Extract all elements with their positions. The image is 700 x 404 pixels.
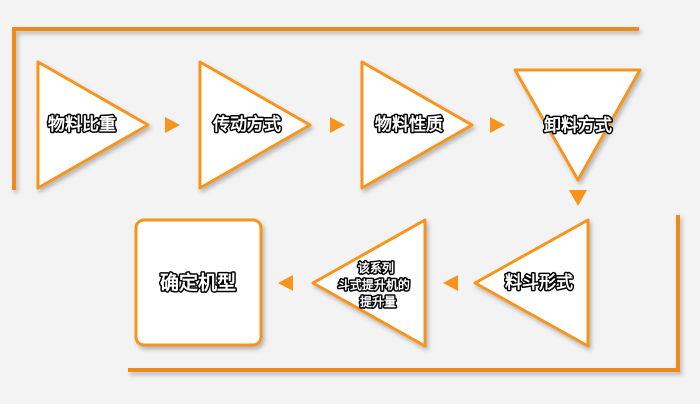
arrow-left-1 xyxy=(443,275,458,291)
arrow-down xyxy=(569,190,587,206)
step-lift-capacity-line-3: 提升量 xyxy=(360,294,396,309)
bottom-frame-bracket xyxy=(128,215,680,372)
step-transmission-node: 传动方式 xyxy=(198,60,312,190)
step-discharge-method-label: 卸料方式 xyxy=(544,115,612,136)
step-material-density-label: 物料比重 xyxy=(48,114,116,135)
step-material-density-node: 物料比重 xyxy=(36,60,150,190)
arrow-left-2 xyxy=(278,275,293,291)
step-determine-model-node: 确定机型 xyxy=(134,218,263,347)
arrow-right-2 xyxy=(330,117,345,133)
step-material-property-node: 物料性质 xyxy=(360,60,474,190)
step-determine-model-label: 确定机型 xyxy=(160,271,236,294)
top-frame-bracket xyxy=(12,27,639,190)
step-lift-capacity-label: 该系列 斗式提升机的 提升量 xyxy=(338,260,414,309)
step-bucket-type-node: 料斗形式 xyxy=(473,218,590,348)
step-lift-capacity-line-1: 该系列 xyxy=(358,260,394,275)
step-lift-capacity-line-2: 斗式提升机的 xyxy=(338,277,410,292)
step-transmission-label: 传动方式 xyxy=(212,114,281,135)
step-material-property-label: 物料性质 xyxy=(375,114,443,135)
step-lift-capacity-node: 该系列 斗式提升机的 提升量 xyxy=(311,218,427,348)
step-discharge-method-node: 卸料方式 xyxy=(513,68,642,182)
step-bucket-type-label: 料斗形式 xyxy=(505,272,573,293)
arrow-right-3 xyxy=(490,117,505,133)
arrow-right-1 xyxy=(165,117,180,133)
